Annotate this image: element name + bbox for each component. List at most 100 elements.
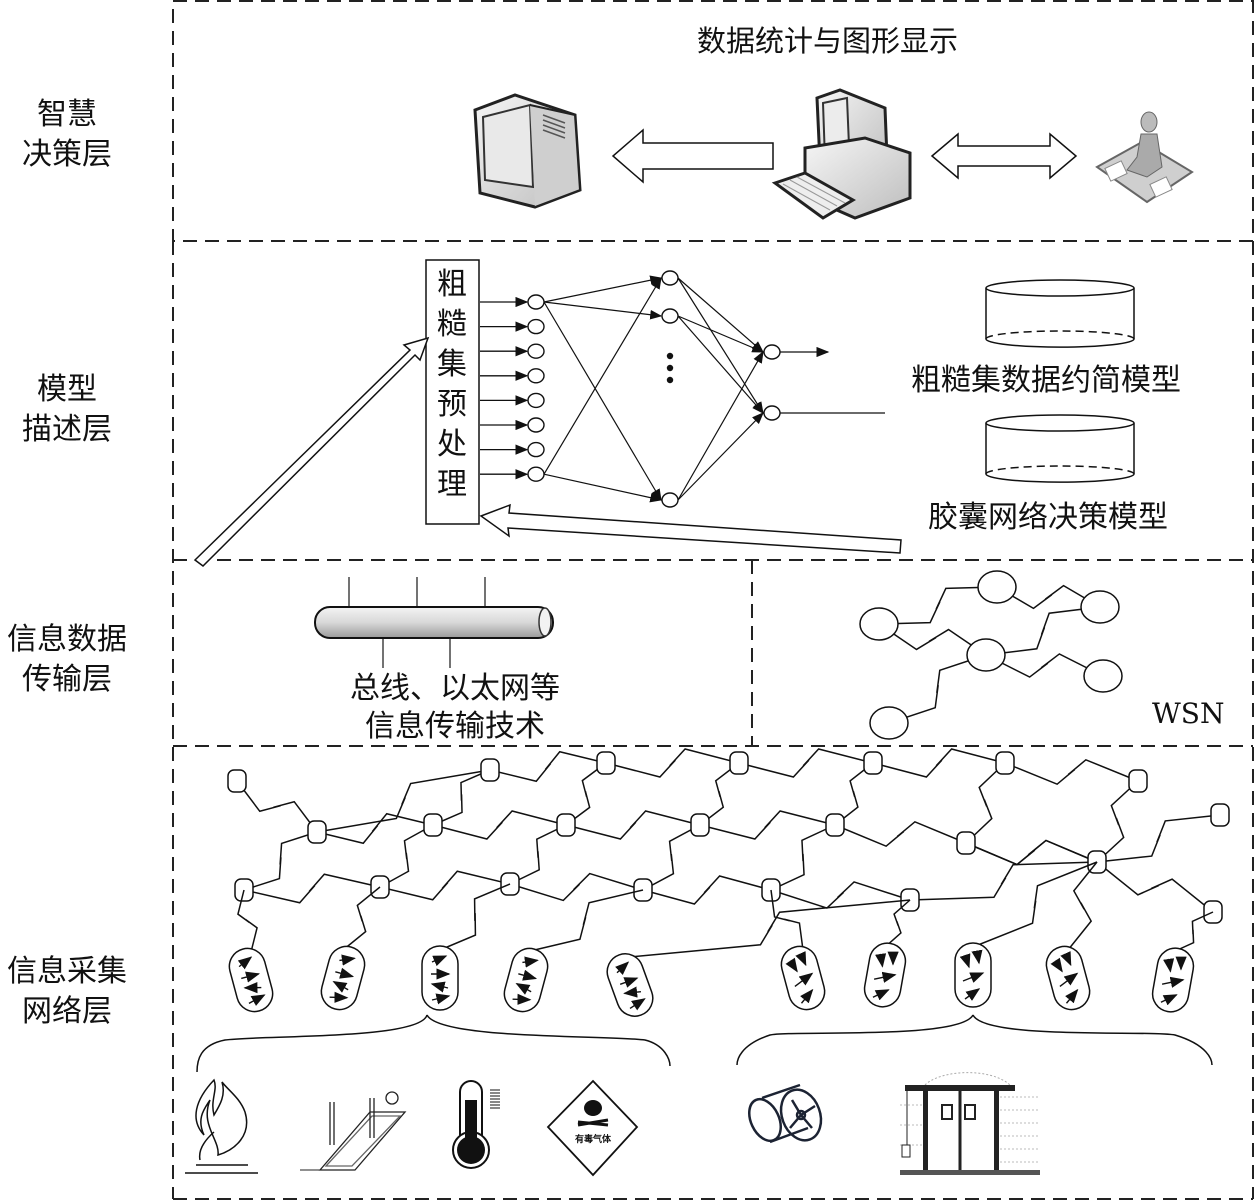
input-node — [527, 392, 545, 409]
layer-label-line: 智慧 — [37, 97, 97, 132]
operator-person-icon — [1095, 111, 1194, 204]
sensor-arrow — [619, 977, 639, 988]
sensor-arrow — [959, 953, 971, 969]
wsn-link — [878, 623, 987, 656]
sensor-cluster — [1045, 945, 1091, 1011]
wsn-node — [869, 706, 909, 740]
layer-label-line: 模型 — [37, 372, 97, 407]
sensor-arrow — [431, 993, 451, 1005]
mesh-node — [995, 751, 1015, 775]
output-node — [763, 405, 781, 421]
mesh-node — [690, 813, 710, 837]
sensor-arrow — [518, 969, 538, 981]
sensor-arrow — [515, 983, 532, 995]
mesh-link — [965, 839, 1098, 866]
mesh-link — [316, 769, 491, 833]
sensor-uplink — [342, 886, 381, 951]
mesh-link — [379, 824, 434, 888]
sensor-arrow — [872, 989, 890, 1001]
preprocess-char: 理 — [437, 467, 467, 502]
sensor-capsule — [863, 942, 907, 1008]
weight-edge — [543, 275, 663, 303]
sensor-capsule — [606, 953, 654, 1017]
mesh-link — [965, 762, 1006, 844]
layer-label-line: 信息采集 — [7, 954, 127, 989]
weight-edge — [543, 473, 663, 503]
sensor-arrow — [1050, 957, 1063, 973]
mesh-link — [909, 861, 1098, 901]
brace-right-b — [972, 1014, 1213, 1066]
sensor-cluster — [320, 945, 366, 1011]
wsn-network — [859, 570, 1123, 740]
sensor-arrow — [1065, 988, 1079, 1004]
mesh-node — [1128, 769, 1148, 793]
sensor-capsule — [1151, 947, 1195, 1013]
rough-set-preprocess-box — [425, 259, 480, 525]
mesh-link — [509, 872, 644, 902]
mesh-link — [432, 810, 567, 840]
ellipsis-dot — [666, 352, 674, 360]
mesh-node — [729, 751, 749, 775]
sensor-arrow — [332, 981, 349, 993]
sensor-arrow — [887, 951, 899, 966]
layer-label-line: 信息数据 — [7, 622, 127, 657]
wsn-link — [985, 653, 1104, 678]
preprocess-char: 糙 — [437, 307, 467, 342]
layer-frames — [172, 0, 1254, 1200]
mesh-node — [956, 831, 976, 855]
mesh-link — [834, 762, 874, 826]
mesh-link — [243, 873, 381, 904]
layer-label-collection: 信息采集 网络层 — [0, 952, 152, 1032]
wsn-node — [1080, 590, 1120, 624]
wsn-node — [859, 607, 899, 641]
mesh-node — [596, 751, 616, 775]
mesh-link — [565, 762, 607, 826]
sensor-arrow — [1059, 972, 1079, 987]
preprocess-char: 集 — [437, 347, 467, 382]
sensor-arrow — [800, 988, 814, 1004]
weight-edge — [543, 301, 663, 320]
input-node — [527, 417, 545, 433]
mesh-node — [307, 820, 327, 844]
preprocess-char: 粗 — [437, 267, 467, 302]
sensor-capsule — [954, 942, 992, 1008]
sensor-cluster — [780, 945, 826, 1011]
database-cylinder-icon — [985, 279, 1135, 348]
mesh-link — [236, 780, 318, 833]
wsn-link — [888, 654, 987, 724]
weight-edge — [543, 276, 662, 475]
layer-label-line: 传输层 — [22, 662, 112, 697]
sensor-uplink — [237, 889, 258, 953]
mesh-link — [432, 769, 491, 826]
neural-network — [480, 270, 885, 508]
mesh-link — [738, 748, 874, 778]
sensor-arrow — [335, 967, 355, 979]
sensor-arrow — [1060, 951, 1072, 967]
ellipsis-dot — [666, 364, 674, 372]
feedback-arrow-to-box — [479, 503, 902, 554]
sensor-capsule — [320, 945, 366, 1011]
sensor-cluster — [228, 947, 274, 1013]
sensor-arrow — [329, 991, 349, 1003]
mesh-node — [480, 758, 500, 782]
wsn-label: WSN — [1152, 697, 1225, 730]
mesh-link — [642, 824, 701, 891]
sensor-arrow — [615, 961, 630, 975]
sensor-arrow — [1175, 956, 1187, 971]
thermometer-icon — [452, 1080, 500, 1169]
decision-layer-frame — [172, 0, 1254, 242]
sensor-arrow — [1160, 994, 1178, 1006]
input-arrow-to-box — [193, 336, 430, 567]
mesh-node — [227, 769, 247, 793]
mesh-node — [1210, 803, 1230, 827]
mesh-link — [243, 831, 318, 891]
hidden-node — [661, 270, 679, 286]
sensor-clusters — [228, 861, 1214, 1017]
sensor-cluster — [1151, 947, 1195, 1013]
sensor-uplink — [1172, 911, 1214, 953]
sensor-arrow — [522, 956, 539, 968]
mesh-link — [770, 881, 911, 909]
mesh-link — [770, 824, 836, 891]
input-node — [527, 441, 545, 458]
sensor-uplink — [1067, 861, 1098, 951]
